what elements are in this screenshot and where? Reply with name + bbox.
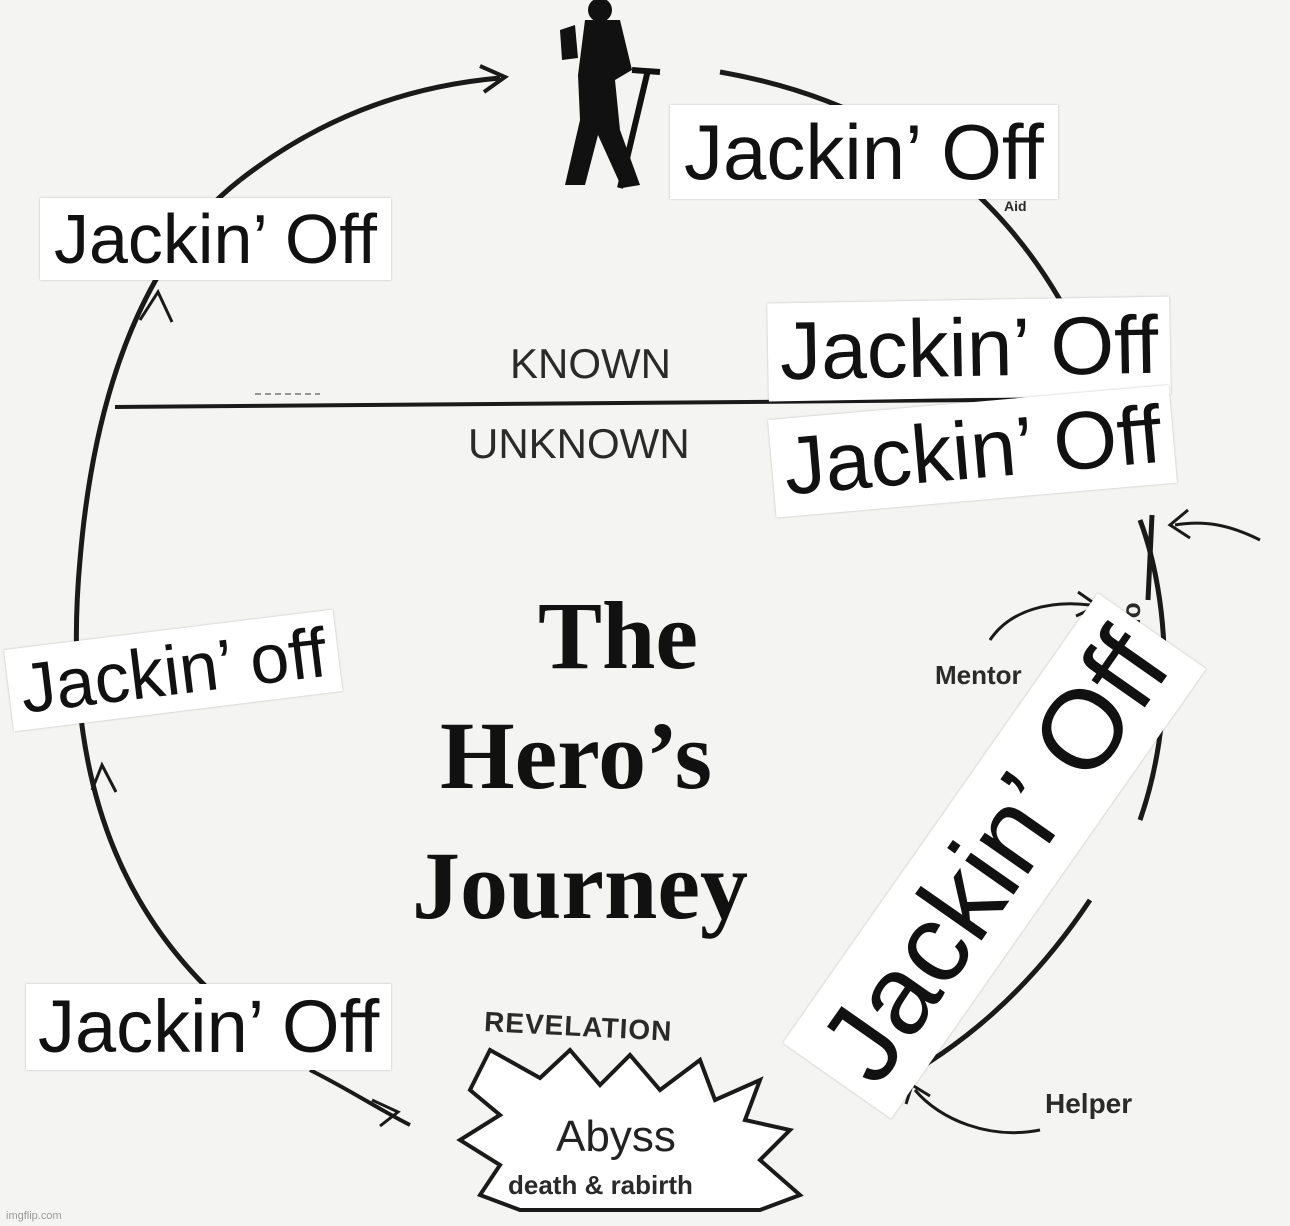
arrowhead-top	[479, 64, 510, 94]
cycle-arc-bottom-left	[309, 1068, 411, 1127]
sticker-bottom-left: Jackin’ Off	[26, 984, 392, 1070]
helper-label: Helper	[1045, 1088, 1133, 1119]
title-line-3: Journey	[412, 832, 748, 939]
unknown-label: UNKNOWN	[468, 420, 690, 467]
sticker-upper-left: Jackin’ Off	[40, 198, 391, 280]
known-unknown-divider	[114, 397, 1116, 409]
threshold-arrow	[1174, 521, 1261, 542]
mentor-arrow	[988, 602, 1091, 641]
watermark: imgflip.com	[6, 1210, 62, 1222]
aid-label: Aid	[1004, 198, 1027, 214]
abyss-starburst	[456, 1047, 804, 1212]
sticker-known-right: Jackin’ Off	[767, 296, 1172, 402]
abyss-sublabel: death & rabirth	[508, 1170, 693, 1200]
helper-arrow	[913, 1089, 1041, 1135]
cycle-arc-top-left	[238, 75, 501, 182]
title-line-1: The	[538, 582, 699, 689]
threshold-bar	[1145, 514, 1155, 601]
known-label: KNOWN	[510, 340, 671, 387]
arrowhead-bottom-left	[371, 1098, 401, 1128]
abyss-label: Abyss	[556, 1112, 676, 1161]
hiker-icon	[560, 0, 661, 189]
arrowhead-left-upper	[138, 288, 174, 323]
sticker-top: Jackin’ Off	[670, 105, 1058, 199]
title-line-2: Hero’s	[440, 702, 712, 809]
mentor-label: Mentor	[935, 660, 1022, 690]
threshold-arrowhead	[1167, 508, 1191, 540]
arrowhead-left-lower	[90, 761, 118, 793]
